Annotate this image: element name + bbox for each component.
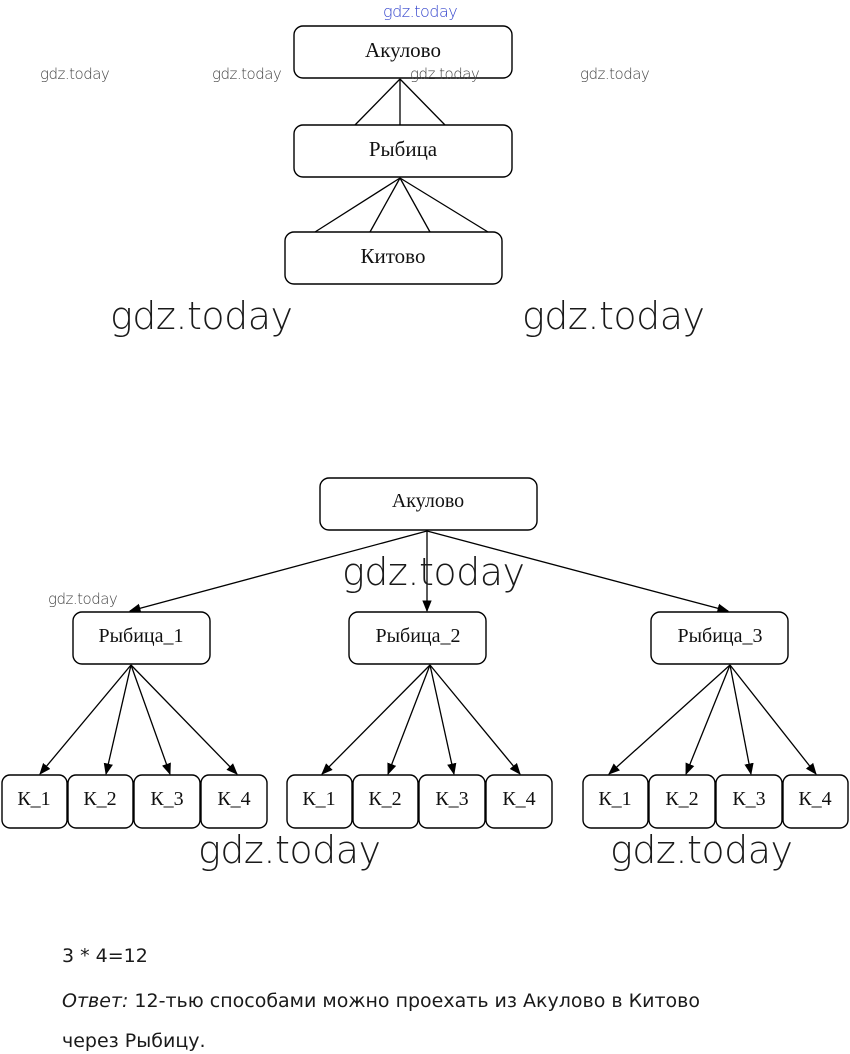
edge-rybitsa-kitovo-4 <box>399 177 489 233</box>
node-label: Рыбица_1 <box>98 625 183 647</box>
edge-akulovo-rybitsa-1 <box>354 78 401 126</box>
node-label: Рыбица_2 <box>375 625 460 647</box>
node-label: К_3 <box>435 788 468 810</box>
node-k_4: К_4 <box>782 774 849 829</box>
watermark: gdz.today <box>40 65 110 83</box>
bottom-leaf-edges <box>39 664 817 776</box>
node-label: Акулово <box>392 490 464 512</box>
node-label: К_1 <box>598 788 631 810</box>
leaf-group-1: К_1 К_2 К_3 К_4 <box>1 774 268 829</box>
node-label: К_2 <box>665 788 698 810</box>
watermark: gdz.today <box>610 828 793 872</box>
watermark: gdz.today <box>410 65 480 83</box>
edge-rybitsa_3-k_2 <box>685 664 731 776</box>
node-rybitsa_1: Рыбица_1 <box>72 611 211 665</box>
node-label: Китово <box>361 244 426 268</box>
node-k_3: К_3 <box>133 774 201 829</box>
answer-line-2: через Рыбицу. <box>62 1030 206 1052</box>
node-k_4: К_4 <box>485 774 553 829</box>
bottom-diagram: Акулово Рыбица_1 Рыбица_2 Рыбица_3 К_1 К… <box>1 477 849 829</box>
answer-label: Ответ: <box>62 990 129 1012</box>
node-rybitsa_3: Рыбица_3 <box>650 611 789 665</box>
calculation: 3 * 4=12 <box>62 945 148 967</box>
node-label: Акулово <box>365 38 441 62</box>
edge-rybitsa_1-k_2 <box>103 664 132 776</box>
edge-rybitsa_2-k_4 <box>429 664 521 775</box>
watermark: gdz.today <box>342 550 525 594</box>
edge-rybitsa_1-k_4 <box>130 664 238 775</box>
edge-akulovo-rybitsa_1 <box>128 530 428 613</box>
watermark: gdz.today <box>522 294 705 338</box>
edge-akulovo-rybitsa_3 <box>426 530 730 613</box>
node-akulovo-bottom: Акулово <box>319 477 538 531</box>
edge-rybitsa_1-k_3 <box>130 664 171 776</box>
node-k_4: К_4 <box>200 774 268 829</box>
node-label: Рыбица <box>369 137 438 161</box>
node-k_1: К_1 <box>582 774 649 829</box>
answer-text: 12-тью способами можно проехать из Акуло… <box>128 990 700 1012</box>
node-label: К_2 <box>83 788 116 810</box>
node-rybitsa-top: Рыбица <box>293 124 513 178</box>
node-label: К_1 <box>302 788 335 810</box>
node-label: К_4 <box>502 788 535 810</box>
top-edges <box>314 78 489 233</box>
node-label: К_4 <box>798 788 831 810</box>
node-label: К_2 <box>368 788 401 810</box>
edge-rybitsa-kitovo-3 <box>399 177 431 233</box>
watermark: gdz.today <box>580 65 650 83</box>
watermark: gdz.today <box>212 65 282 83</box>
node-k_3: К_3 <box>715 774 783 829</box>
bottom-root-edges <box>128 530 730 613</box>
edge-akulovo-rybitsa-3 <box>399 78 446 126</box>
edge-rybitsa_3-k_1 <box>608 664 731 775</box>
node-k_1: К_1 <box>286 774 353 829</box>
edge-rybitsa-kitovo-1 <box>314 177 401 233</box>
node-label: К_3 <box>150 788 183 810</box>
node-akulovo-top: Акулово <box>293 25 513 79</box>
answer-line-1: Ответ: 12-тью способами можно проехать и… <box>62 990 700 1012</box>
node-k_2: К_2 <box>648 774 716 829</box>
node-k_2: К_2 <box>352 774 419 829</box>
node-label: Рыбица_3 <box>677 625 762 647</box>
edge-rybitsa_2-k_2 <box>387 664 431 776</box>
leaf-group-2: К_1 К_2 К_3 К_4 <box>286 774 553 829</box>
watermark: gdz.today <box>110 294 293 338</box>
edge-rybitsa_2-k_3 <box>429 664 457 776</box>
node-rybitsa_2: Рыбица_2 <box>348 611 487 665</box>
watermark: gdz.today <box>198 828 381 872</box>
edge-rybitsa_1-k_1 <box>39 664 132 775</box>
top-diagram: Акулово Рыбица Китово <box>284 25 513 285</box>
edge-rybitsa-kitovo-2 <box>369 177 401 233</box>
edge-rybitsa_2-k_1 <box>321 664 431 775</box>
node-k_3: К_3 <box>418 774 486 829</box>
leaf-group-3: К_1 К_2 К_3 К_4 <box>582 774 849 829</box>
node-kitovo-top: Китово <box>284 231 503 285</box>
watermark: gdz.today <box>48 590 118 608</box>
edge-rybitsa_3-k_4 <box>729 664 817 775</box>
edge-rybitsa_3-k_3 <box>729 664 754 776</box>
node-label: К_1 <box>17 788 50 810</box>
node-label: К_4 <box>217 788 250 810</box>
node-k_2: К_2 <box>67 774 134 829</box>
node-label: К_3 <box>732 788 765 810</box>
watermark: gdz.today <box>383 2 458 21</box>
node-k_1: К_1 <box>1 774 68 829</box>
